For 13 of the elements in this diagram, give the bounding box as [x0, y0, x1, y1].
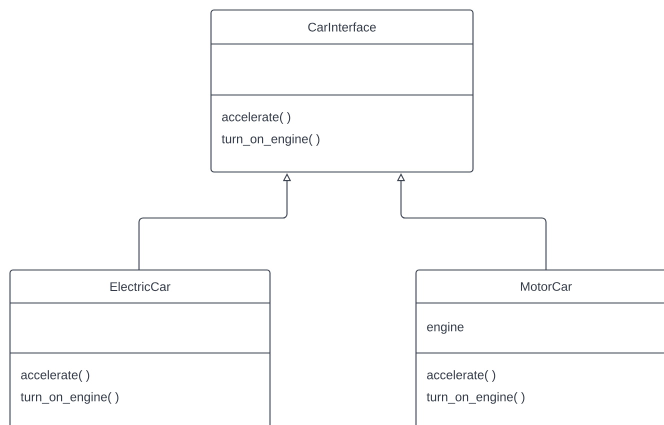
class-box	[9, 269, 271, 425]
class-box	[415, 269, 664, 425]
attribute-text: engine	[427, 322, 464, 334]
class-name: CarInterface	[308, 22, 376, 32]
class-name: ElectricCar	[110, 282, 170, 292]
method-text: accelerate( )	[21, 370, 90, 382]
method-text: turn_on_engine( )	[426, 392, 524, 404]
method-text: turn_on_engine( )	[222, 134, 320, 146]
method-text: turn_on_engine( )	[20, 392, 118, 404]
method-text: accelerate( )	[427, 370, 496, 382]
class-box	[210, 9, 474, 173]
method-text: accelerate( )	[222, 112, 290, 124]
class-name: MotorCar	[520, 282, 572, 291]
